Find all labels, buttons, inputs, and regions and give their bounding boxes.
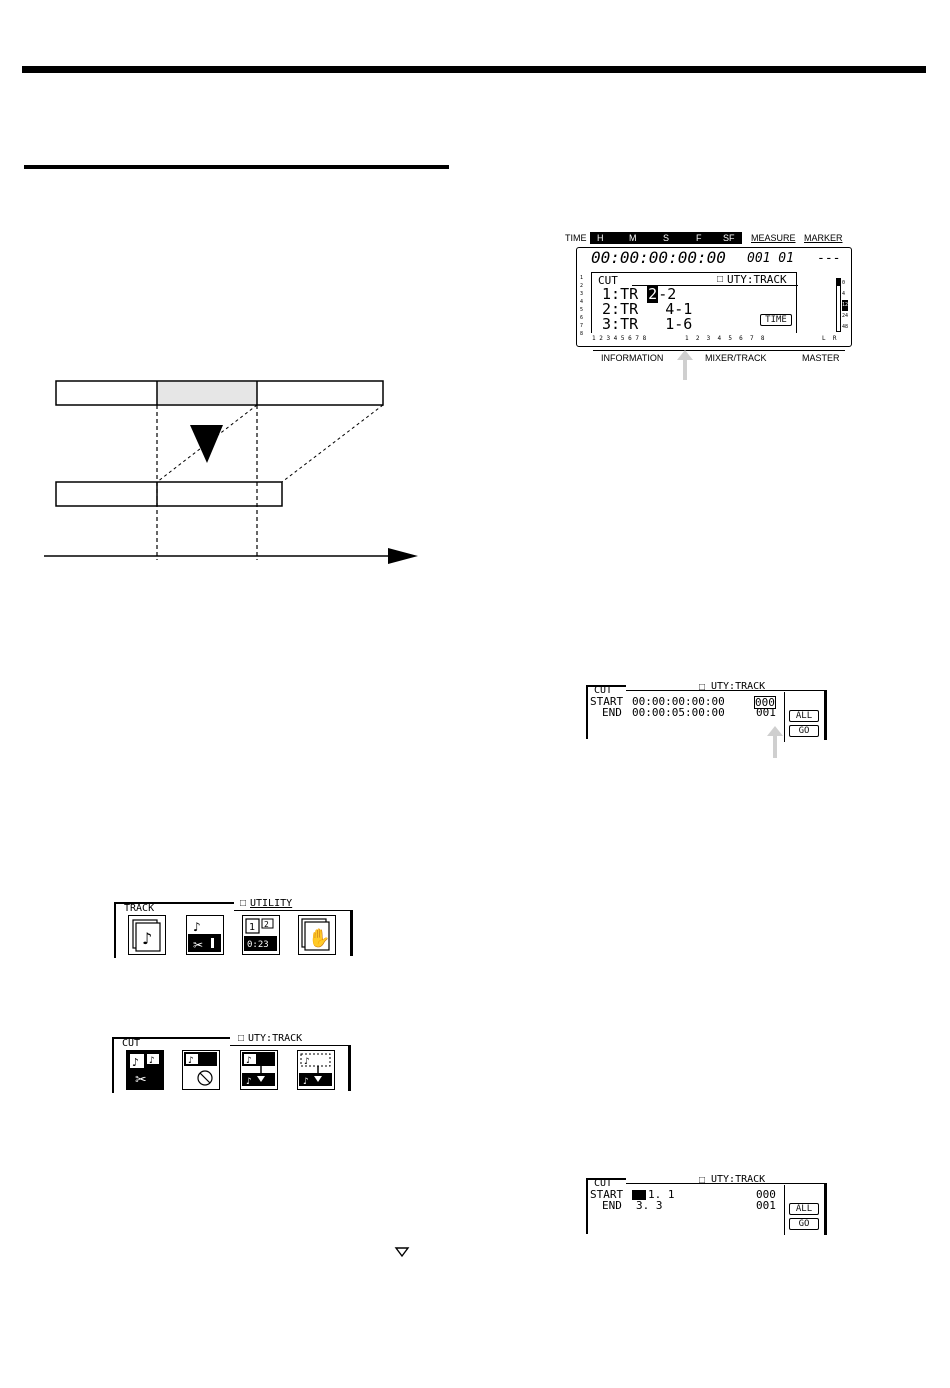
insert-icon[interactable]: ♪ ♪ — [240, 1050, 278, 1090]
screen-title: UTY:TRACK — [711, 1174, 766, 1185]
information-label: INFORMATION — [601, 353, 664, 363]
svg-text:✂: ✂ — [193, 938, 203, 952]
svg-text:♪: ♪ — [193, 920, 201, 934]
time-units-bar: H M S F SF — [590, 232, 742, 244]
time-unit-h: H — [597, 233, 604, 243]
track-utility-lcd: TRACK □ UTILITY ♪ ♪ ✂ 1 2 0:23 — [114, 898, 358, 960]
svg-text:♪: ♪ — [304, 1057, 310, 1067]
start-measure-value[interactable]: 000 — [754, 696, 776, 709]
svg-text:0:23: 0:23 — [247, 940, 269, 950]
track-edit-icon[interactable]: ♪ ✂ — [186, 915, 224, 955]
svg-text:♪: ♪ — [246, 1077, 252, 1087]
screen-title: UTY:TRACK — [711, 681, 766, 692]
master-lr: L R — [822, 335, 837, 342]
erase-icon[interactable]: ♪ — [182, 1050, 220, 1090]
cut-screen: CUT □ UTY:TRACK 1:TR 2-2 2:TR 4-1 3:TR 1… — [591, 272, 798, 333]
cut-tab-label: CUT — [594, 1178, 613, 1189]
utility-icon: □ — [699, 682, 706, 693]
utility-icon: □ — [717, 274, 724, 285]
mixer-track-label: MIXER/TRACK — [705, 353, 767, 363]
move-icon[interactable]: ♪ ♪ — [297, 1050, 335, 1090]
utility-icon: □ — [699, 1175, 706, 1186]
main-lcd-frame: 00:00:00:00:00 001 01 --- 1 2 3 4 5 6 7 … — [576, 247, 852, 347]
start-measure-value[interactable]: 000 — [756, 1188, 776, 1201]
start-time-value[interactable]: 00:00:00:00:00 — [632, 695, 725, 708]
utility-icon: □ — [240, 898, 247, 909]
utility-icon: □ — [238, 1033, 245, 1044]
list-item-2: 2:TR 4-1 — [602, 300, 693, 318]
master-label: MASTER — [802, 353, 840, 363]
time-unit-m: M — [629, 233, 637, 243]
end-label: END — [602, 706, 622, 719]
time-axis-arrow-icon — [388, 548, 418, 564]
time-unit-s: S — [663, 233, 670, 243]
time-readout: 00:00:00:00:00 — [591, 248, 726, 267]
meter-scale: 0 4 12 24 48 — [842, 280, 849, 330]
svg-text:♪: ♪ — [303, 1077, 309, 1087]
main-lcd-panel: TIME H M S F SF MEASURE MARKER 00:00:00:… — [565, 230, 865, 370]
svg-text:✂: ✂ — [135, 1072, 147, 1088]
all-button[interactable]: ALL — [789, 1203, 819, 1215]
measure-label: MEASURE — [751, 233, 796, 243]
cut-tab-label: CUT — [598, 274, 618, 287]
svg-text:✋: ✋ — [308, 927, 330, 949]
master-meter — [836, 278, 841, 332]
svg-text:2: 2 — [264, 920, 269, 929]
go-button[interactable]: GO — [789, 1218, 819, 1230]
cut-icons-lcd: CUT □ UTY:TRACK ♪ ♪ ✂ ♪ ♪ ♪ — [112, 1033, 356, 1095]
pointer-arrow-icon — [677, 350, 693, 380]
marker-label: MARKER — [804, 233, 843, 243]
start-label: START — [590, 695, 624, 708]
info-channel-numbers: 1 2 3 4 5 6 7 8 — [592, 335, 647, 342]
end-label: END — [602, 1199, 622, 1212]
svg-text:♪: ♪ — [142, 929, 152, 948]
list-item-1: 1:TR 2-2 — [602, 285, 677, 303]
time-button[interactable]: TIME — [760, 314, 792, 326]
track-hand-icon[interactable]: ✋ — [298, 915, 336, 955]
svg-text:♪: ♪ — [132, 1056, 139, 1069]
end-measure-value[interactable]: 001 — [756, 706, 776, 719]
left-channel-numbers: 1 2 3 4 5 6 7 8 — [580, 275, 584, 337]
mixer-channel-numbers: 1 2 3 4 5 6 7 8 — [685, 335, 765, 342]
svg-text:♪: ♪ — [149, 1056, 155, 1066]
svg-text:1: 1 — [249, 922, 255, 933]
start-cursor[interactable] — [632, 1190, 646, 1200]
time-label: TIME — [565, 233, 587, 243]
cut-diagram — [44, 380, 418, 564]
track-copy-icon[interactable]: ♪ — [128, 915, 166, 955]
svg-text:♪: ♪ — [246, 1056, 252, 1066]
end-time-value[interactable]: 00:00:05:00:00 — [632, 706, 725, 719]
track-tab-label: TRACK — [124, 903, 155, 914]
all-button[interactable]: ALL — [789, 710, 819, 722]
continue-triangle-icon — [394, 1247, 410, 1258]
measure-readout: 001 01 — [747, 251, 794, 266]
cut-region-highlight — [157, 382, 257, 404]
pointer-arrow-icon — [767, 726, 783, 758]
cut-tab-label: CUT — [122, 1038, 141, 1049]
page-top-rule — [22, 66, 926, 73]
svg-text:♪: ♪ — [188, 1056, 194, 1066]
cut-measure-lcd: CUT □ UTY:TRACK START 1. 1 000 END 3. 3 … — [586, 1175, 831, 1235]
screen-title: UTY:TRACK — [727, 273, 787, 286]
start-label: START — [590, 1188, 624, 1201]
screen-title: UTY:TRACK — [248, 1033, 303, 1044]
section-heading-rule — [24, 165, 449, 169]
row-cursor[interactable]: 2 — [647, 285, 659, 303]
cut-tab-label: CUT — [594, 685, 613, 696]
time-unit-sf: SF — [723, 233, 735, 243]
go-button[interactable]: GO — [789, 725, 819, 737]
end-measure-value[interactable]: 001 — [756, 1199, 776, 1212]
screen-title: UTILITY — [250, 898, 293, 909]
down-arrow-icon — [190, 425, 223, 463]
cut-scissors-icon[interactable]: ♪ ♪ ✂ — [126, 1050, 164, 1090]
time-unit-f: F — [696, 233, 702, 243]
list-item-3: 3:TR 1-6 — [602, 315, 693, 333]
cut-time-lcd: CUT □ UTY:TRACK START 00:00:00:00:00 000… — [586, 682, 831, 742]
result-track-bar — [55, 481, 283, 507]
track-number-time-icon[interactable]: 1 2 0:23 — [242, 915, 280, 955]
marker-readout: --- — [817, 251, 841, 266]
end-measure-beat[interactable]: 3. 3 — [636, 1199, 663, 1212]
start-measure-beat[interactable]: 1. 1 — [648, 1188, 675, 1201]
